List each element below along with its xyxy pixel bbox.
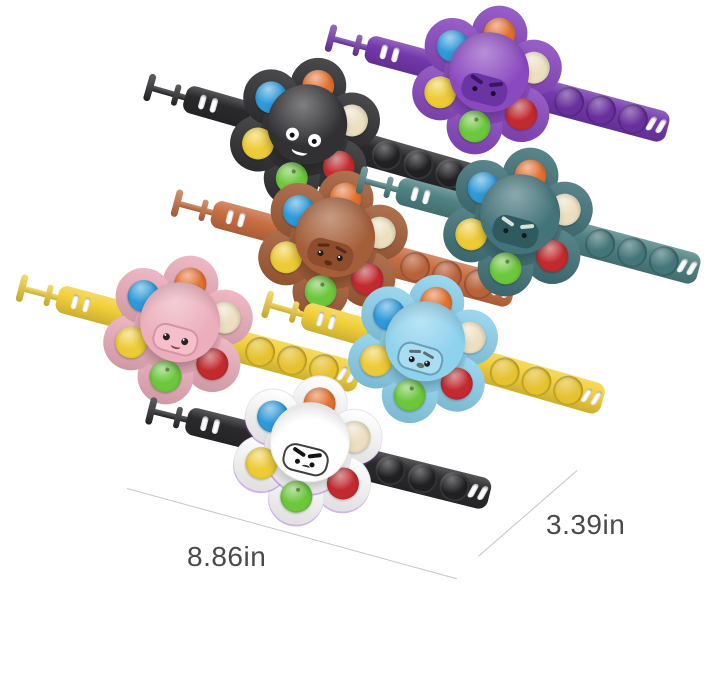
- strap-slot: [409, 185, 420, 202]
- strap-slot: [476, 485, 490, 501]
- eye-left: [502, 227, 509, 234]
- eye-right: [490, 90, 497, 97]
- strap-right: [469, 348, 608, 416]
- strap-pop-bubble: [614, 100, 652, 138]
- eye-right: [423, 359, 431, 368]
- eye-left: [471, 85, 478, 92]
- strap-pop-bubble: [404, 460, 441, 497]
- strap-pop-bubble: [372, 452, 409, 489]
- strap-slot: [197, 93, 208, 111]
- length-dimension-label: 8.86in: [187, 541, 267, 572]
- eyebrow-left: [408, 349, 422, 354]
- eyebrow-right: [488, 81, 504, 88]
- eyebrow-left: [292, 446, 307, 458]
- strap-slot: [199, 415, 210, 432]
- eyebrow-right: [519, 223, 535, 230]
- strap-right: [534, 78, 672, 144]
- octopus-face: [489, 212, 542, 252]
- strap-slot: [315, 310, 326, 328]
- strap-slot: [208, 97, 219, 114]
- strap-slot: [81, 296, 92, 313]
- strap-pop-bubble: [486, 353, 524, 391]
- strap-pop-bubble: [549, 372, 587, 410]
- eyebrow-right: [422, 350, 435, 360]
- strap-slot: [654, 118, 668, 134]
- strap-slot: [685, 260, 699, 276]
- strap-pop-bubble: [582, 92, 620, 129]
- strap-slot: [378, 43, 389, 60]
- strap-pop-bubble: [517, 362, 555, 401]
- eye-left: [284, 126, 301, 143]
- strap-slot: [224, 208, 235, 225]
- eye-right: [521, 232, 528, 239]
- strap-slot: [211, 418, 221, 435]
- eye-right: [306, 132, 323, 149]
- width-dimension-label: 3.39in: [546, 509, 626, 540]
- eyebrow-left: [500, 215, 515, 227]
- strap-slot: [390, 46, 401, 63]
- strap-right: [565, 220, 703, 286]
- eye-left: [294, 458, 301, 465]
- eye-left: [408, 355, 416, 364]
- strap-pop-bubble: [581, 225, 619, 263]
- strap-slot: [236, 211, 247, 228]
- octopus-face: [458, 70, 511, 110]
- strap-pop-bubble: [436, 468, 473, 505]
- eyebrow-right: [307, 453, 322, 459]
- octopus-face: [279, 440, 332, 479]
- strap-pop-bubble: [550, 83, 588, 121]
- octopus-face: [394, 338, 447, 379]
- eyebrow-left: [469, 73, 484, 85]
- strap-slot: [421, 188, 432, 205]
- strap-slot: [69, 293, 80, 310]
- strap-slot: [326, 314, 337, 331]
- strap-right: [355, 447, 494, 511]
- strap-pop-bubble: [645, 242, 683, 280]
- strap-pop-bubble: [613, 234, 651, 271]
